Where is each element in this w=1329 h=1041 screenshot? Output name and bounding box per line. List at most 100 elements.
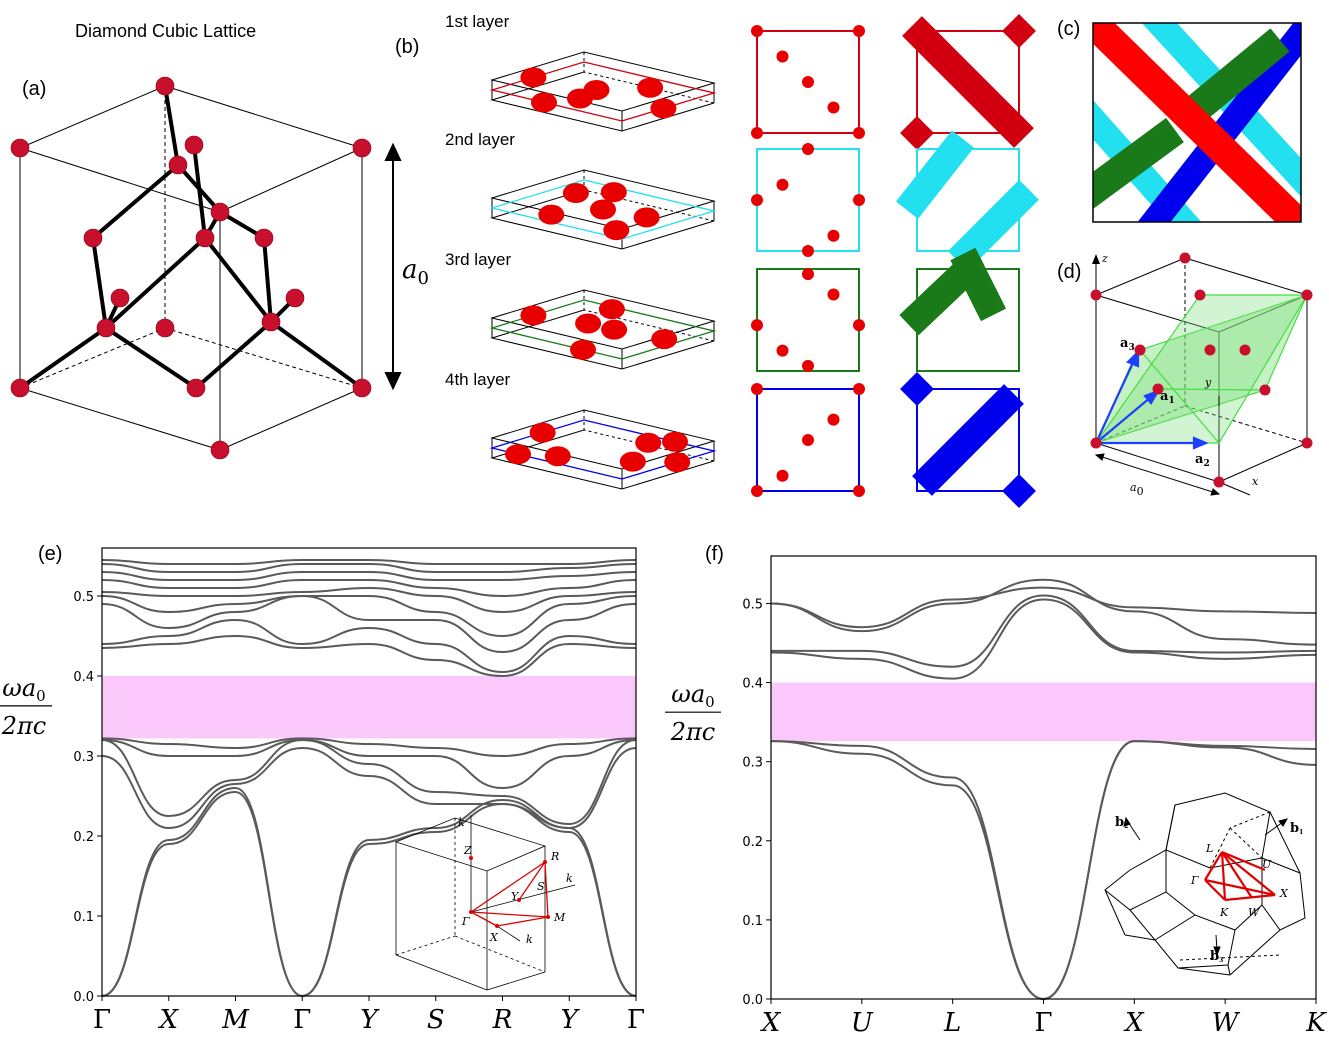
- band-line: [770, 586, 1317, 629]
- layer-projection-square: [756, 268, 860, 372]
- plot-frame: [101, 547, 637, 997]
- projected-atom: [853, 25, 865, 37]
- projected-atom: [751, 25, 763, 37]
- band-line: [101, 579, 637, 598]
- projected-atom: [802, 245, 814, 257]
- slab-bottom: [490, 189, 715, 250]
- svg-text:M: M: [553, 911, 566, 924]
- panel-e-label: (e): [38, 543, 62, 565]
- y-tick-label: 0.2: [742, 835, 763, 850]
- atom: [619, 451, 646, 472]
- axis-x-label: x: [1252, 475, 1259, 488]
- y-axis-label-numerator: ωa0: [671, 680, 714, 711]
- panel-d-label: (d): [1057, 261, 1081, 283]
- projected-atom: [802, 76, 814, 88]
- panel-d-primitive-cell: (d) z x y a3 a1: [1057, 252, 1313, 498]
- layer-projection-square: [756, 388, 860, 492]
- projected-atom: [776, 50, 789, 63]
- x-tick-label: Γ: [293, 1005, 311, 1035]
- svg-text:X: X: [489, 931, 499, 944]
- band-line: [101, 618, 637, 674]
- projected-atom: [751, 319, 763, 332]
- slab-midplane: [489, 61, 717, 122]
- svg-text:k: k: [458, 816, 465, 829]
- y-tick-label: 0.5: [742, 597, 763, 612]
- band-line: [101, 634, 637, 678]
- x-tick-label: U: [851, 1008, 874, 1038]
- atom: [567, 88, 593, 109]
- projected-atom: [802, 143, 814, 155]
- band-gap-region: [771, 682, 1316, 742]
- svg-text:K: K: [1219, 906, 1229, 919]
- atom: [635, 432, 662, 453]
- projected-atom: [751, 194, 763, 206]
- svg-text:S: S: [537, 880, 545, 893]
- svg-text:b1: b1: [1290, 821, 1303, 836]
- atom: [633, 207, 660, 228]
- projected-atom: [853, 194, 865, 206]
- x-tick-label: R: [492, 1005, 513, 1035]
- projected-atom: [751, 383, 763, 395]
- slab-bottom: [490, 429, 715, 490]
- cell-a0-label: a0: [1130, 481, 1144, 498]
- layer-label: 3rd layer: [445, 250, 511, 269]
- y-tick-label: 0.3: [742, 756, 763, 771]
- rod-end: [900, 116, 934, 150]
- y-tick-label: 0.4: [742, 677, 763, 692]
- atom: [505, 444, 531, 465]
- projected-atom: [802, 359, 814, 372]
- atom: [650, 98, 677, 119]
- dielectric-rod: [950, 247, 1007, 322]
- y-tick-label: 0.1: [73, 910, 94, 925]
- projected-atom: [827, 413, 840, 426]
- atom: [575, 313, 602, 334]
- projected-atom: [802, 434, 814, 446]
- layer-label: 2nd layer: [445, 130, 515, 149]
- y-axis-label-denominator: 2πc: [670, 718, 715, 746]
- atom: [562, 183, 589, 204]
- svg-text:X: X: [1279, 887, 1289, 900]
- projected-atom: [827, 229, 840, 242]
- projected-atom: [776, 469, 789, 482]
- rod-end: [1002, 474, 1036, 508]
- x-tick-label: L: [943, 1008, 961, 1038]
- projected-atom: [751, 127, 763, 139]
- band-line: [101, 594, 637, 638]
- svg-text:U: U: [1262, 858, 1272, 871]
- band-line: [101, 786, 637, 998]
- band-line: [101, 737, 637, 758]
- band-line: [101, 746, 637, 830]
- y-tick-label: 0.4: [73, 670, 94, 685]
- x-tick-label: K: [1305, 1008, 1327, 1038]
- dielectric-rod: [912, 384, 1024, 496]
- axis-y-label: y: [1204, 376, 1212, 389]
- rod-end: [900, 372, 934, 406]
- atom: [531, 92, 557, 113]
- x-tick-label: X: [1123, 1008, 1145, 1038]
- x-tick-label: X: [157, 1005, 179, 1035]
- vector-a2-label: a2: [1195, 452, 1210, 469]
- svg-text:Γ: Γ: [1190, 874, 1199, 887]
- atom: [544, 446, 571, 467]
- atom: [600, 182, 627, 203]
- x-tick-label: Y: [561, 1005, 581, 1035]
- y-tick-label: 0.3: [73, 750, 94, 765]
- svg-text:L: L: [1205, 842, 1213, 855]
- projected-atom: [776, 344, 789, 357]
- projected-atom: [827, 288, 840, 301]
- atom: [529, 422, 556, 443]
- atom: [520, 305, 547, 326]
- atom: [590, 199, 616, 220]
- layer-rod-square: [916, 30, 1020, 134]
- lattice-constant-a0: a0: [402, 255, 429, 289]
- x-tick-label: S: [427, 1005, 445, 1035]
- x-tick-label: W: [1212, 1008, 1241, 1038]
- layer-label: 1st layer: [445, 12, 510, 31]
- projected-atom: [853, 485, 865, 497]
- atom: [598, 299, 625, 320]
- panel-f-label: (f): [705, 543, 724, 565]
- atom: [637, 77, 664, 98]
